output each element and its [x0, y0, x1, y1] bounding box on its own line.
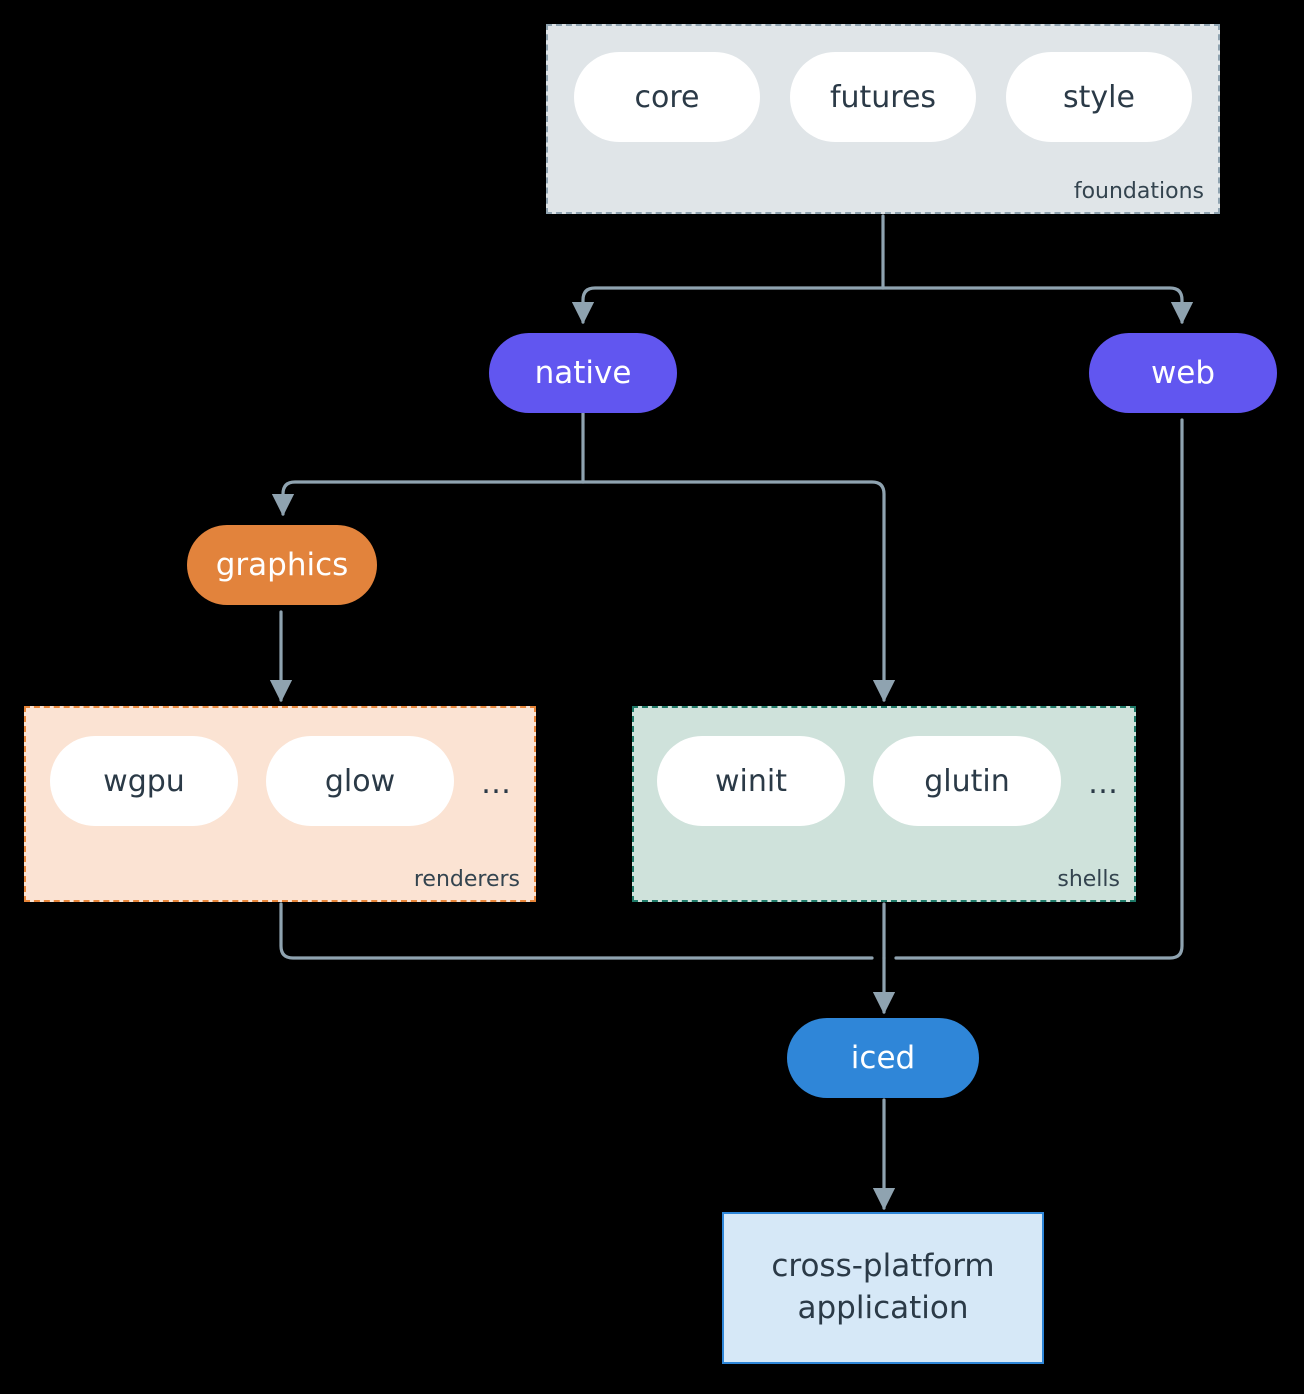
node-renderers-more: … — [481, 766, 512, 801]
edge-foundations-to-web — [881, 286, 1194, 325]
cluster-label-shells: shells — [1057, 867, 1120, 892]
node-native[interactable]: native — [489, 333, 677, 413]
edge-foundations-to-native — [571, 286, 885, 325]
node-graphics[interactable]: graphics — [187, 525, 377, 605]
node-cross-platform-application[interactable]: cross-platform application — [722, 1212, 1044, 1364]
edge-native-to-shells — [581, 480, 896, 703]
application-line-1: cross-platform — [771, 1248, 995, 1285]
edge-renderers-to-merge — [279, 902, 874, 960]
node-style[interactable]: style — [1006, 52, 1192, 142]
cluster-label-foundations: foundations — [1073, 179, 1204, 204]
edge-native-to-graphics — [271, 480, 585, 517]
node-glutin[interactable]: glutin — [873, 736, 1061, 826]
node-iced[interactable]: iced — [787, 1018, 979, 1098]
application-line-2: application — [797, 1290, 969, 1326]
node-glow[interactable]: glow — [266, 736, 454, 826]
node-winit[interactable]: winit — [657, 736, 845, 826]
node-core[interactable]: core — [574, 52, 760, 142]
node-futures[interactable]: futures — [790, 52, 976, 142]
node-web[interactable]: web — [1089, 333, 1277, 413]
cluster-label-renderers: renderers — [413, 867, 520, 892]
node-wgpu[interactable]: wgpu — [50, 736, 238, 826]
node-shells-more: … — [1088, 766, 1119, 801]
